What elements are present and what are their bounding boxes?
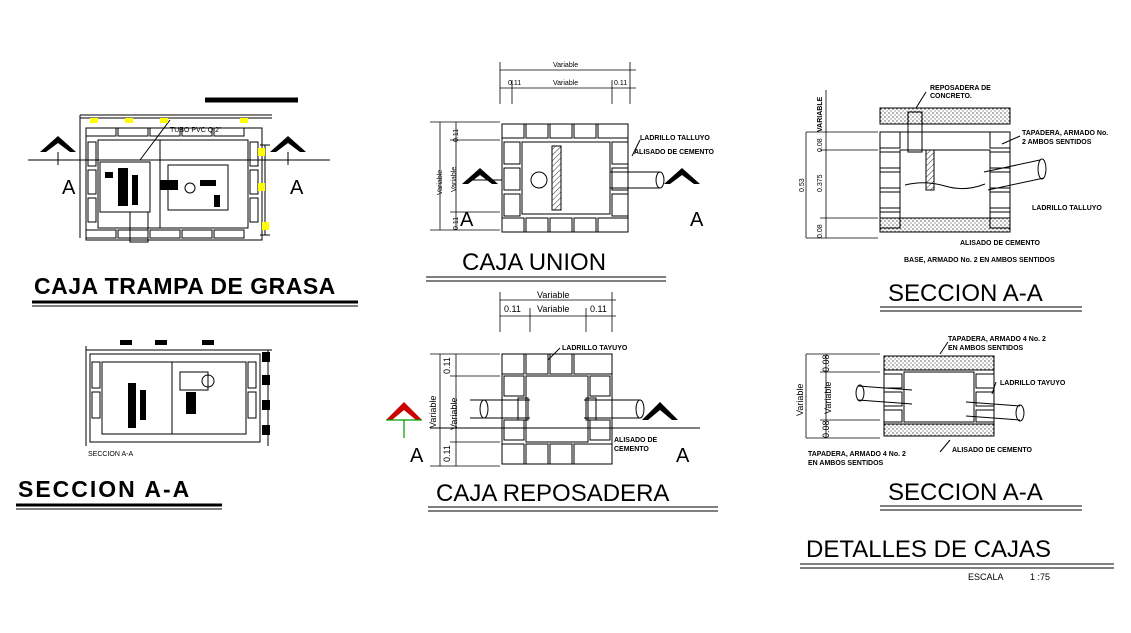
trampa-plan-drawing (28, 97, 330, 243)
reposadera-section-marker-right (642, 402, 678, 420)
reposadera-label-ladrillo: LADRILLO TAYUYO (562, 345, 628, 352)
trampa-section-caption: SECCION A-A (88, 451, 133, 458)
reposadera-dim-total: Variable (537, 290, 569, 300)
trampa-tube-label: TUBO PVC Q 2" (170, 127, 222, 134)
seccion1-dim-mid: 0.375 (817, 174, 824, 192)
seccion2-dim-bottom: 0.08 (821, 420, 831, 438)
reposadera-section-marker-left (386, 402, 422, 438)
reposadera-dim-v-top: 0.11 (442, 357, 452, 374)
seccion1-tapadera (879, 107, 1011, 125)
seccion2-dimensions (805, 353, 880, 439)
trampa-plan-fills (90, 118, 269, 230)
union-dim-v-bottom: 0.11 (453, 217, 460, 230)
seccion1-dim-bottom: 0.08 (817, 224, 824, 238)
scale-value: 1 :75 (1030, 572, 1050, 582)
seccion1-dim-top: 0.08 (817, 138, 824, 152)
title-union: CAJA UNION (462, 249, 606, 276)
reposadera-dim-vertical-outer: Variable (428, 396, 438, 428)
seccion2-label-ladrillo: LADRILLO TAYUYO (1000, 380, 1066, 387)
seccion1-dim-total: 0.53 (799, 178, 806, 192)
title-trampa: CAJA TRAMPA DE GRASA (34, 273, 336, 299)
union-dim-wall-right: 0.11 (614, 80, 627, 87)
seccion1-label-tapadera-1: TAPADERA, ARMADO No. (1022, 130, 1108, 137)
title-reposadera: CAJA REPOSADERA (436, 480, 669, 507)
reposadera-dim-inner: Variable (537, 304, 569, 314)
union-dim-inner: Variable (553, 80, 578, 87)
union-cut-label-right: A (690, 209, 704, 231)
union-label-alisado: ALISADO DE CEMENTO (634, 149, 715, 156)
seccion2-label-tapadera-top-2: EN AMBOS SENTIDOS (948, 345, 1024, 352)
seccion1-dim-variable: VARIABLE (817, 96, 824, 132)
union-cut-label-left: A (460, 209, 474, 231)
seccion2-label-tapadera-bot-2: EN AMBOS SENTIDOS (808, 460, 884, 467)
seccion2-tapadera-top (883, 355, 995, 371)
reposadera-label-alisado-1: ALISADO DE (614, 437, 658, 444)
trampa-section-marker-right (270, 136, 306, 165)
seccion2-label-tapadera-top-1: TAPADERA, ARMADO 4 No. 2 (948, 336, 1046, 343)
union-section-marker-right (664, 168, 700, 184)
union-dim-total: Variable (553, 62, 578, 69)
union-dim-vertical-inner: Variable (451, 167, 458, 192)
seccion2-dim-top: 0.08 (821, 354, 831, 372)
union-dimensions (430, 62, 636, 231)
scale-label: ESCALA (968, 572, 1004, 582)
union-dim-v-top: 0.11 (453, 129, 460, 142)
reposadera-cut-label-left: A (410, 445, 424, 467)
seccion1-dimensions (805, 90, 878, 239)
reposadera-dimensions (430, 292, 616, 467)
seccion2-tapadera-bottom (883, 423, 995, 437)
reposadera-label-alisado-2: CEMENTO (614, 446, 649, 453)
trampa-cut-label-right: A (290, 177, 304, 199)
seccion1-baffle (925, 149, 935, 191)
trampa-cut-label-left: A (62, 177, 76, 199)
union-dim-wall-left: 0.11 (508, 80, 521, 87)
seccion1-label-tapadera-2: 2 AMBOS SENTIDOS (1022, 139, 1092, 146)
reposadera-dim-wall-right: 0.11 (590, 304, 607, 314)
title-seccion-top-right: SECCION A-A (888, 280, 1043, 307)
reposadera-dim-v-bottom: 0.11 (442, 445, 452, 462)
reposadera-dim-wall-left: 0.11 (504, 304, 521, 314)
seccion1-label-reposadera-2: CONCRETO. (930, 93, 972, 100)
title-detalles: DETALLES DE CAJAS (806, 536, 1051, 563)
union-baffle (551, 145, 562, 211)
seccion2-label-alisado: ALISADO DE CEMENTO (952, 447, 1033, 454)
reposadera-box-drawing (430, 347, 700, 465)
union-section-marker-left (462, 168, 498, 184)
union-label-ladrillo: LADRILLO TALLUYO (640, 135, 710, 142)
seccion1-label-alisado: ALISADO DE CEMENTO (960, 240, 1041, 247)
union-dim-vertical-outer: Variable (437, 170, 444, 195)
reposadera-dim-vertical-inner: Variable (449, 398, 459, 430)
trampa-section-fills (120, 340, 270, 435)
seccion2-dim-outer: Variable (795, 384, 805, 416)
trampa-section-marker-left (40, 136, 76, 165)
reposadera-cut-label-right: A (676, 445, 690, 467)
seccion2-label-tapadera-bot-1: TAPADERA, ARMADO 4 No. 2 (808, 451, 906, 458)
seccion1-label-base: BASE, ARMADO No. 2 EN AMBOS SENTIDOS (904, 257, 1055, 264)
seccion1-label-ladrillo: LADRILLO TALLUYO (1032, 205, 1102, 212)
seccion1-base (879, 217, 1011, 233)
trampa-section-drawing (85, 346, 272, 446)
union-box-drawing (470, 123, 665, 233)
title-seccion-left: SECCION A-A (18, 476, 191, 502)
title-seccion-mid-right: SECCION A-A (888, 479, 1043, 506)
seccion2-dim-inner: Variable (823, 382, 833, 414)
seccion1-label-reposadera-1: REPOSADERA DE (930, 85, 991, 92)
